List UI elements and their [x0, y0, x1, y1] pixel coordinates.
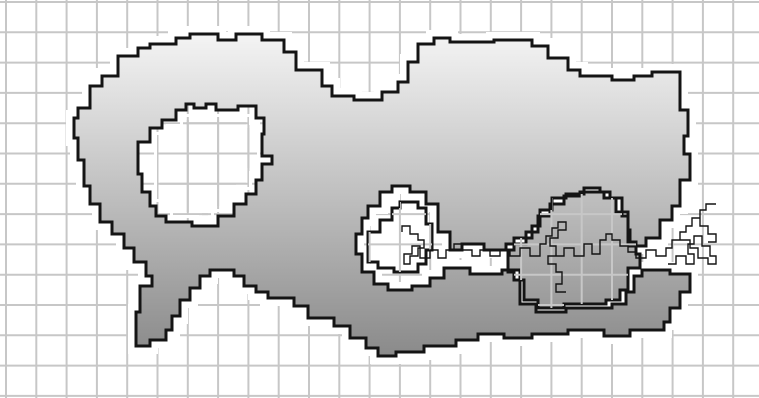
- diagram-figure: [0, 0, 759, 398]
